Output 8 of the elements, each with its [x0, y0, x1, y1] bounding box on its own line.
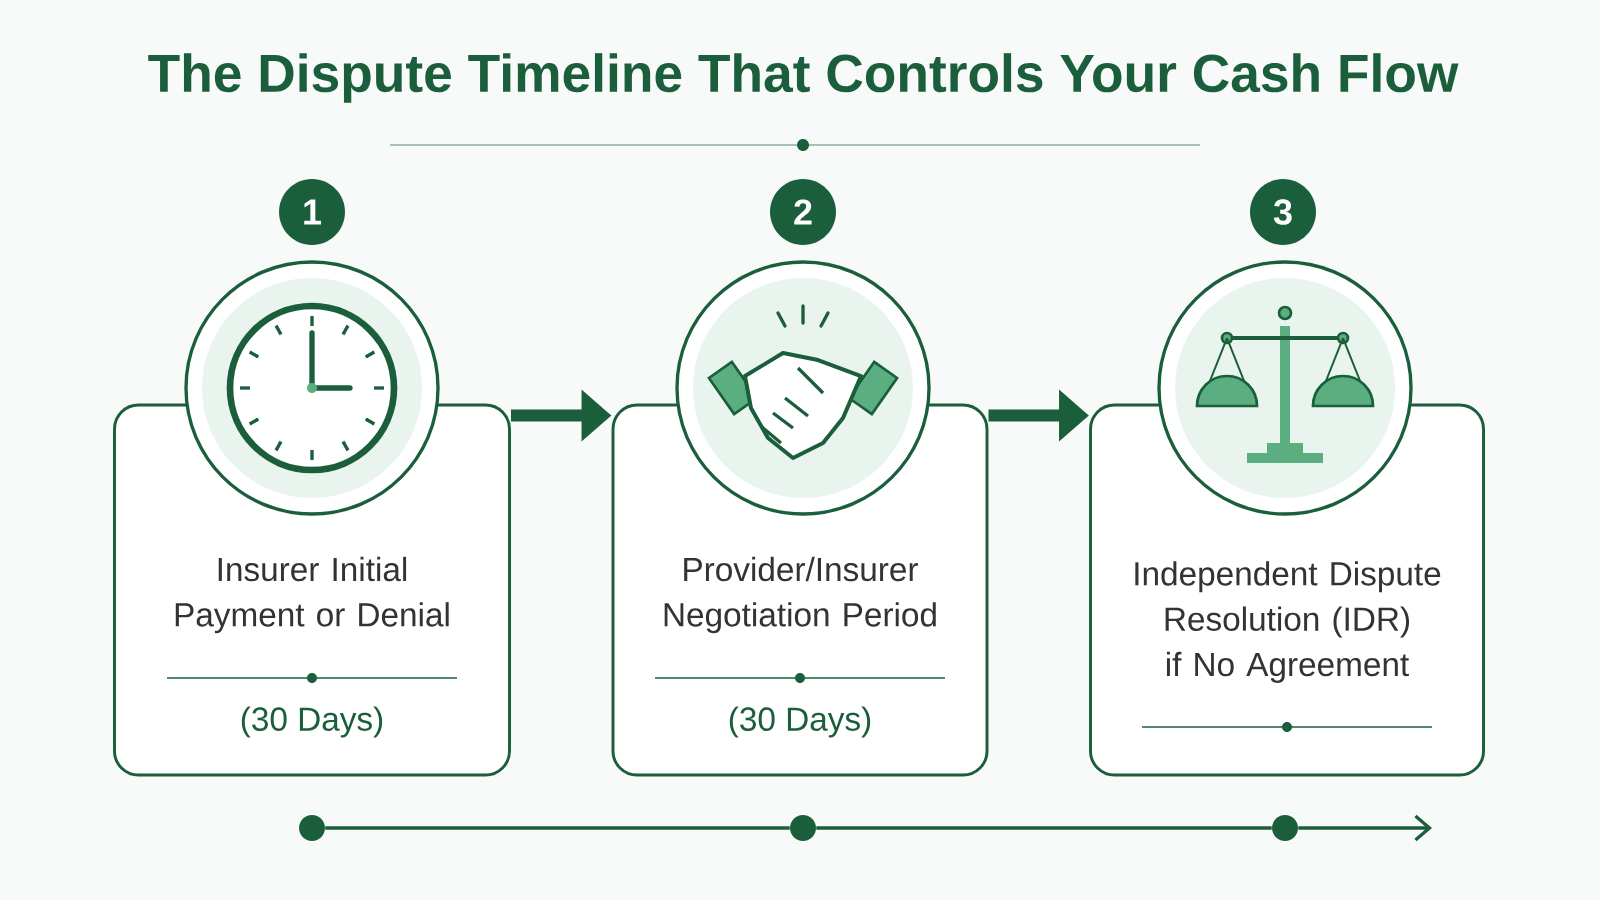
timeline-dot — [1272, 815, 1298, 841]
number-badge: 2 — [770, 179, 836, 245]
number-badge: 1 — [279, 179, 345, 245]
timeline-dot — [790, 815, 816, 841]
title: The Dispute Timeline That Controls Your Cash Flow — [148, 53, 1459, 103]
number-badge: 3 — [1250, 179, 1316, 245]
arrow — [1298, 814, 1432, 842]
timeline-dot — [299, 815, 325, 841]
